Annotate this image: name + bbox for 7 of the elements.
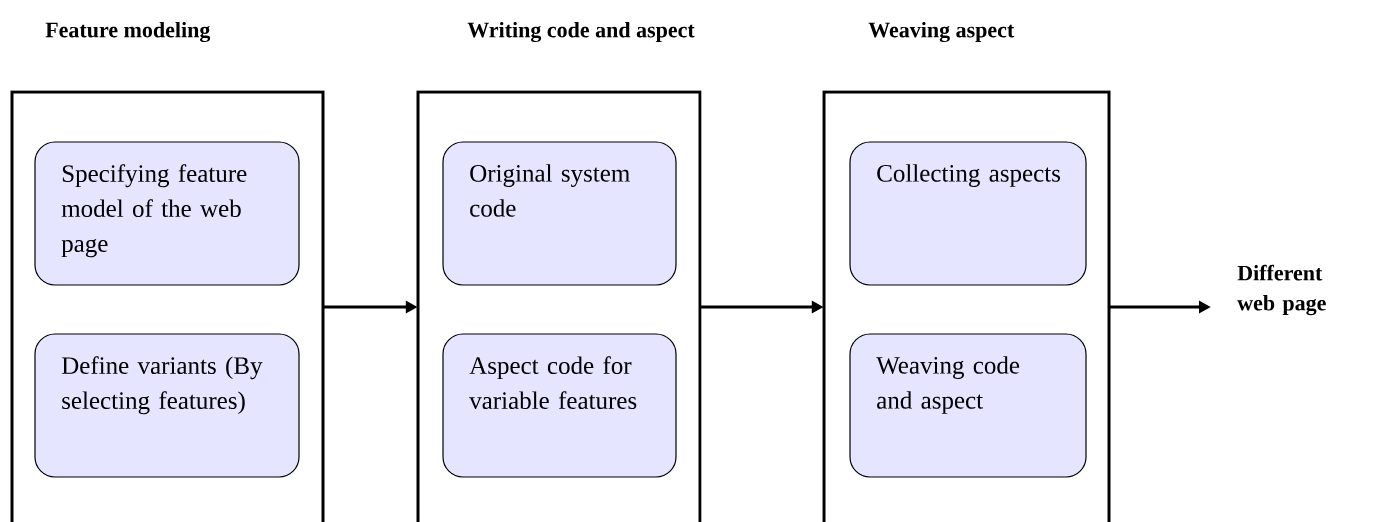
step-box: Original system code: [442, 141, 677, 286]
step-box: Specifying feature model of the web page: [34, 141, 300, 286]
step-box: Define variants (By selecting features): [34, 333, 300, 478]
step-box: Collecting aspects: [849, 141, 1087, 286]
result-label: Different web page: [1237, 264, 1326, 316]
step-box: Aspect code for variable features: [442, 333, 677, 478]
step-box: Weaving code and aspect: [849, 333, 1087, 478]
